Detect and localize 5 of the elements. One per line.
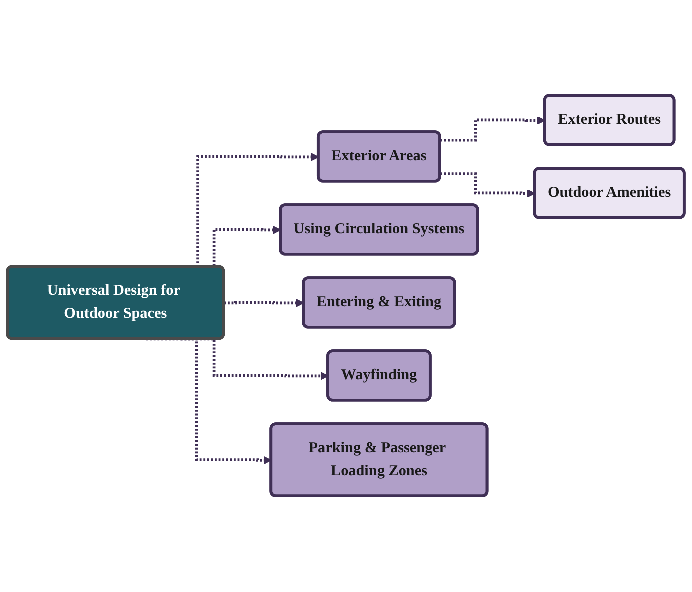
arrow [146, 338, 272, 465]
arrow [181, 338, 329, 380]
arrow [440, 172, 536, 198]
arrow [440, 116, 546, 142]
arrow [224, 299, 304, 308]
